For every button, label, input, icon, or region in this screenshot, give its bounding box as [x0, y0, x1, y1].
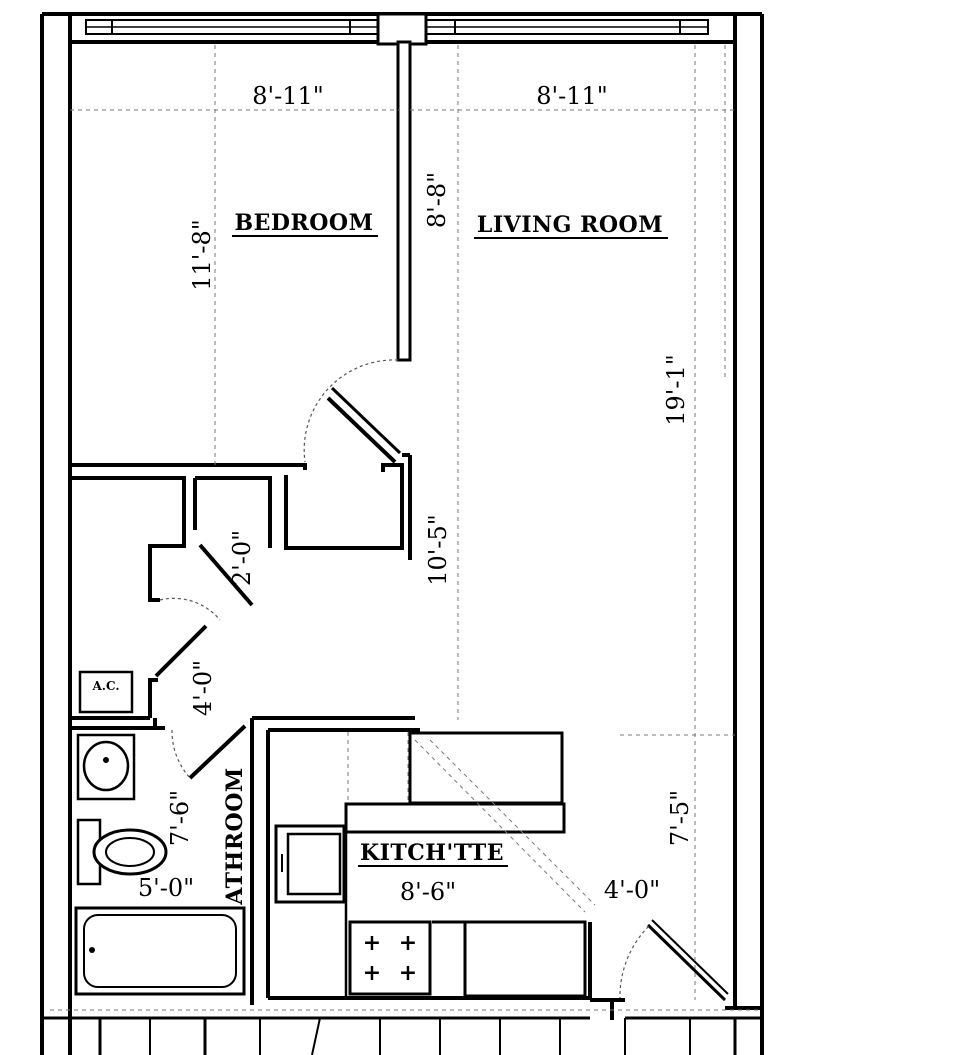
kitchen-walls: [266, 728, 592, 1000]
window-right: [425, 19, 709, 35]
entry-door-dim: 4'-0": [604, 876, 660, 904]
bath-width-dim: 5'-0": [138, 874, 194, 902]
bedroom-label: BEDROOM: [235, 210, 374, 236]
counter: [344, 802, 566, 834]
living-depth-dim: 19'-1": [662, 354, 690, 426]
living-room-label: LIVING ROOM: [477, 212, 663, 238]
bath-door-dim: 4'-0": [189, 660, 217, 716]
closet-door: [159, 543, 254, 621]
closet-walls: [284, 463, 404, 550]
svg-text:+: +: [363, 960, 381, 986]
utility-closet: [70, 476, 272, 720]
partition-wall: [396, 40, 412, 362]
bath-depth-dim: 7'-6": [166, 790, 194, 846]
corridor-hatch: [42, 1016, 762, 1055]
refrigerator: [432, 920, 587, 998]
closet-width-dim: 2'-0": [228, 530, 256, 586]
window-mullion: [376, 12, 428, 46]
window-left: [85, 19, 379, 35]
utility-door: [154, 624, 208, 678]
upper-counter: [408, 731, 564, 805]
bedroom-door: [303, 359, 402, 464]
oven: [274, 824, 346, 904]
entry-door: [590, 919, 762, 1020]
svg-text:+: +: [363, 930, 381, 956]
bathroom-door: [171, 724, 247, 780]
kitchenette-label: KITCH'TTE: [360, 840, 504, 866]
bathroom-walls: [70, 716, 415, 1005]
sink: [76, 733, 136, 801]
hall-length-dim: 10'-5": [424, 514, 452, 586]
toilet: [76, 818, 168, 886]
bedroom-width-dim: 8'-11": [252, 82, 324, 110]
svg-text:+: +: [399, 930, 417, 956]
bathroom-label: ATHROOM: [222, 767, 248, 906]
bedroom-depth-dim: 11'-8": [188, 219, 216, 291]
living-lower-dim: 7'-5": [666, 790, 694, 846]
living-width-dim: 8'-11": [536, 82, 608, 110]
stove: + + + +: [348, 920, 432, 996]
kitchen-width-dim: 8'-6": [400, 878, 456, 906]
bathtub: [74, 906, 246, 996]
ac-unit: [78, 670, 134, 714]
ac-label: A.C.: [91, 679, 119, 693]
partition-length-dim: 8'-8": [423, 172, 451, 228]
dimension-lines: [50, 45, 760, 1011]
svg-text:+: +: [399, 960, 417, 986]
bedroom-bottom-wall: [70, 463, 307, 470]
